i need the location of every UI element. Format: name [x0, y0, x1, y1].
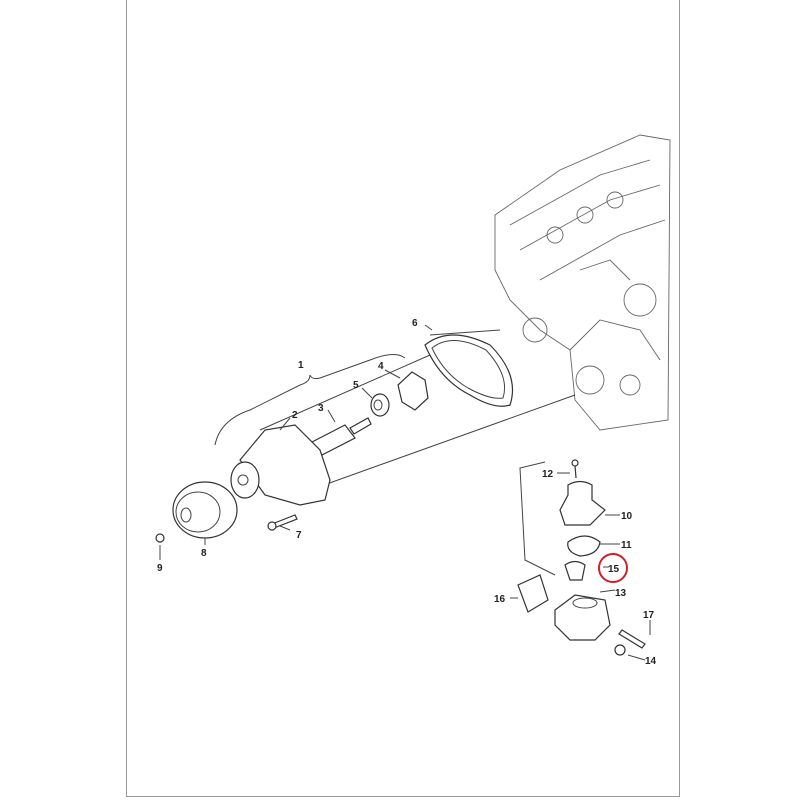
callout-12: 12 [542, 469, 554, 480]
callout-3: 3 [318, 403, 324, 414]
callout-1: 1 [298, 360, 304, 371]
callout-16: 16 [494, 594, 506, 605]
callout-10: 10 [621, 511, 633, 522]
callout-9: 9 [157, 563, 163, 574]
callout-5: 5 [353, 380, 359, 391]
callout-11: 11 [621, 540, 632, 551]
engine-block [494, 134, 671, 431]
callout-13: 13 [615, 588, 627, 599]
highlight-circle [598, 553, 628, 583]
callout-2: 2 [292, 410, 298, 421]
callout-17: 17 [643, 610, 655, 621]
callout-4: 4 [378, 361, 384, 372]
callout-7: 7 [296, 530, 302, 541]
callout-15: 15 [608, 564, 620, 575]
callout-6: 6 [412, 318, 418, 329]
callout-14: 14 [645, 656, 657, 667]
callout-8: 8 [201, 548, 207, 559]
page-border [126, 0, 680, 797]
